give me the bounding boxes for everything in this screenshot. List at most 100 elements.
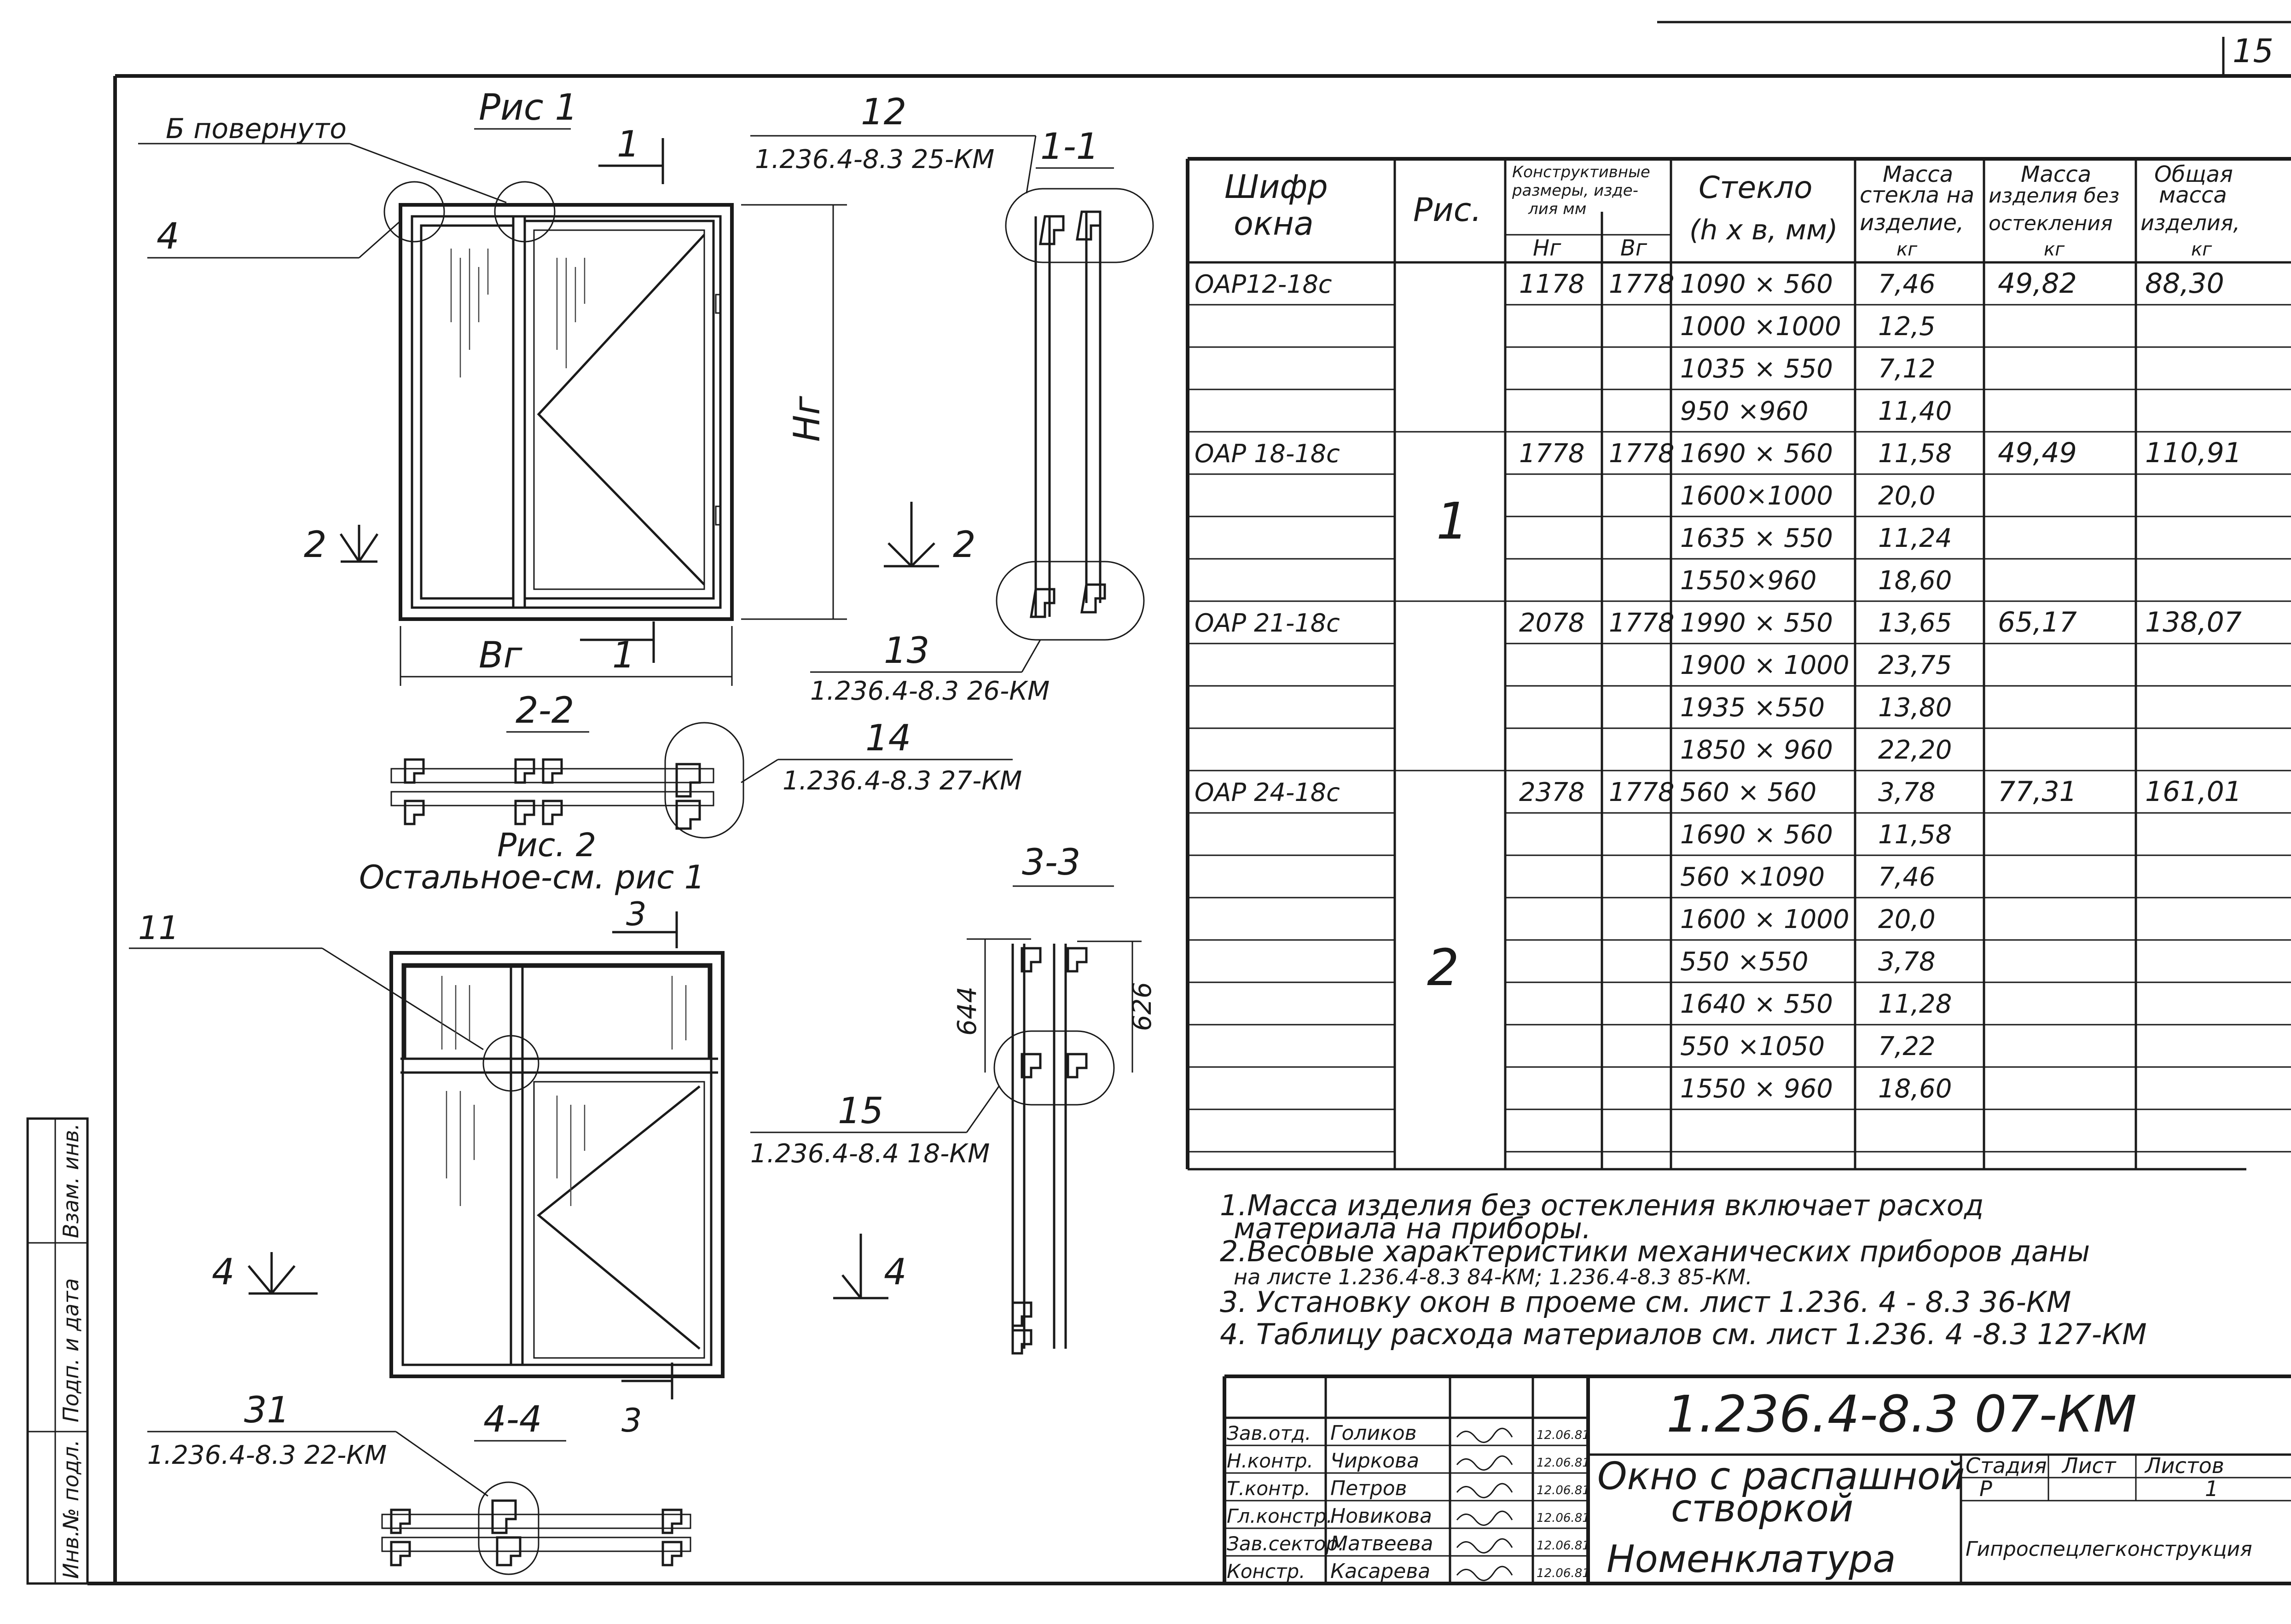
th-dims-3: лия мм	[1528, 200, 1586, 218]
fig-label-1: 1	[1436, 492, 1468, 551]
cell-mglass: 7,46	[1878, 862, 1936, 892]
th-glass-2: (h x в, мм)	[1689, 214, 1838, 246]
cell-glass: 1690 × 560	[1680, 820, 1833, 850]
sheet-frame: 15	[87, 21, 2291, 1585]
th-mprod-1: Масса	[2021, 162, 2091, 187]
th-b: Bг	[1620, 235, 1647, 261]
fig2-window-frame	[389, 951, 725, 1378]
staff-date: 12.06.81	[1537, 1511, 1590, 1525]
sheet-header: Лист	[2061, 1453, 2117, 1478]
sheets-header: Листов	[2144, 1453, 2224, 1478]
fig2-cut-3-top: 3	[626, 895, 647, 933]
th-fig: Рис.	[1413, 191, 1481, 229]
note-line-4: на листе 1.236.4-8.3 84-КМ; 1.236.4-8.3 …	[1234, 1264, 1752, 1289]
doc-title-line-3: Номенклатура	[1607, 1537, 1896, 1581]
staff-role: Гл.констр.	[1227, 1505, 1333, 1527]
th-mglass-2: стекла на	[1860, 182, 1974, 208]
cell-mglass: 20,0	[1878, 481, 1936, 511]
fig1-callout-12-ref: 1.236.4-8.3 25-КМ	[755, 145, 994, 174]
cell-h: 2378	[1519, 777, 1585, 807]
cell-glass: 550 ×550	[1680, 947, 1809, 977]
fig1-rotated-note: Б повернуто	[166, 113, 347, 145]
fig1-callout-4: 4	[157, 216, 180, 257]
th-dims-2: размеры, изде-	[1512, 181, 1638, 200]
th-mprod-4: кг	[2044, 239, 2065, 260]
staff-date: 12.06.81	[1537, 1428, 1590, 1442]
th-mtotal-2: масса	[2159, 182, 2227, 208]
cell-mglass: 7,22	[1878, 1032, 1936, 1061]
section-2-2-callout-14-ref: 1.236.4-8.3 27-КМ	[783, 766, 1022, 796]
cell-glass: 1850 × 960	[1680, 735, 1833, 765]
th-mglass-4: кг	[1897, 239, 1918, 260]
cell-glass: 1600 × 1000	[1680, 905, 1850, 934]
note-line-3: 2.Весовые характеристики механических пр…	[1220, 1235, 2090, 1268]
cell-mtotal: 161,01	[2145, 776, 2242, 808]
cell-mglass: 3,78	[1878, 777, 1936, 807]
staff-role: Зав.сектор.	[1227, 1532, 1344, 1555]
th-code-1: Шифр	[1224, 168, 1328, 206]
cell-glass: 1035 × 550	[1680, 354, 1833, 384]
section-3-3-title: 3-3	[1022, 842, 1080, 883]
staff-date: 12.06.81	[1537, 1539, 1590, 1553]
fig2-callout-15-ref: 1.236.4-8.4 18-КМ	[750, 1139, 990, 1169]
doc-title-line-2: створкой	[1671, 1487, 1853, 1531]
section-1-1-title: 1-1	[1040, 126, 1099, 168]
section-4-4-title: 4-4	[483, 1399, 542, 1440]
fig1-cut-1-bottom: 1	[612, 635, 635, 676]
cell-mprod: 65,17	[1998, 606, 2077, 638]
cell-glass: 1600×1000	[1680, 481, 1833, 511]
cell-code: ОАР 24-18с	[1195, 778, 1340, 807]
cell-mglass: 7,12	[1878, 354, 1936, 384]
fig1-dim-height: Hг	[787, 395, 828, 442]
cell-glass: 550 ×1050	[1680, 1032, 1825, 1061]
cell-b: 1778	[1609, 439, 1675, 469]
cell-mprod: 49,49	[1998, 437, 2077, 469]
cell-mglass: 11,28	[1878, 989, 1952, 1019]
th-glass-1: Стекло	[1699, 170, 1813, 205]
section-2-2: 2-2 14 1.236.4-8.3 27-КМ	[390, 690, 1022, 839]
detail-circle-corner	[383, 181, 445, 243]
cell-mglass: 23,75	[1878, 650, 1952, 680]
cell-mglass: 11,58	[1878, 820, 1952, 850]
staff-name: Новикова	[1330, 1504, 1432, 1528]
th-mprod-2: изделия без	[1989, 184, 2119, 208]
page-number: 15	[2233, 32, 2274, 70]
notes: 1.Масса изделия без остекления включает …	[1220, 1189, 2147, 1351]
fig1-callout-13: 13	[884, 630, 929, 672]
staff-role: Т.контр.	[1227, 1477, 1311, 1500]
signature-mark	[1456, 1483, 1513, 1498]
note-line-5: 3. Установку окон в проеме см. лист 1.23…	[1220, 1285, 2071, 1319]
cell-mglass: 13,65	[1878, 608, 1952, 638]
cell-glass: 1000 ×1000	[1680, 312, 1841, 342]
title-block: 1.236.4-8.3 07-КМ Окно с распашной створ…	[1223, 1375, 2291, 1584]
doc-title-line-1: Окно с распашной	[1597, 1455, 1965, 1498]
signature-mark	[1456, 1427, 1513, 1443]
fig1-glass-hatch	[450, 249, 586, 377]
stage-header: Стадия	[1966, 1453, 2047, 1478]
th-dims-1: Конструктивные	[1512, 163, 1650, 181]
figure-2: Рис. 2 Остальное-см. рис 1 11 3	[129, 826, 1000, 1497]
organization: Гипроспецлегконструкция	[1966, 1537, 2252, 1561]
cell-h: 1178	[1519, 269, 1585, 299]
staff-name: Матвеева	[1330, 1532, 1433, 1555]
fig2-callout-31-ref: 1.236.4-8.3 22-КМ	[147, 1440, 387, 1470]
staff-name: Касарева	[1330, 1560, 1430, 1583]
th-h: Hг	[1533, 235, 1561, 261]
cell-mglass: 13,80	[1878, 693, 1952, 723]
fig2-cut-4-left: 4	[212, 1252, 235, 1293]
staff-name: Чиркова	[1330, 1449, 1419, 1473]
cell-mglass: 11,40	[1878, 396, 1952, 426]
cell-glass: 560 ×1090	[1680, 862, 1825, 892]
cell-code: ОАР12-18с	[1195, 270, 1332, 299]
staff-role: Констр.	[1227, 1560, 1305, 1583]
section-1-1-bottom-oval	[996, 561, 1145, 641]
signature-mark	[1456, 1510, 1513, 1526]
cell-h: 1778	[1519, 439, 1585, 469]
fig2-cut-3-bottom: 3	[621, 1402, 642, 1439]
cell-glass: 1090 × 560	[1680, 269, 1833, 299]
fig2-note: Остальное-см. рис 1	[359, 858, 705, 896]
th-mtotal-1: Общая	[2154, 162, 2233, 187]
signature-mark	[1456, 1455, 1513, 1471]
